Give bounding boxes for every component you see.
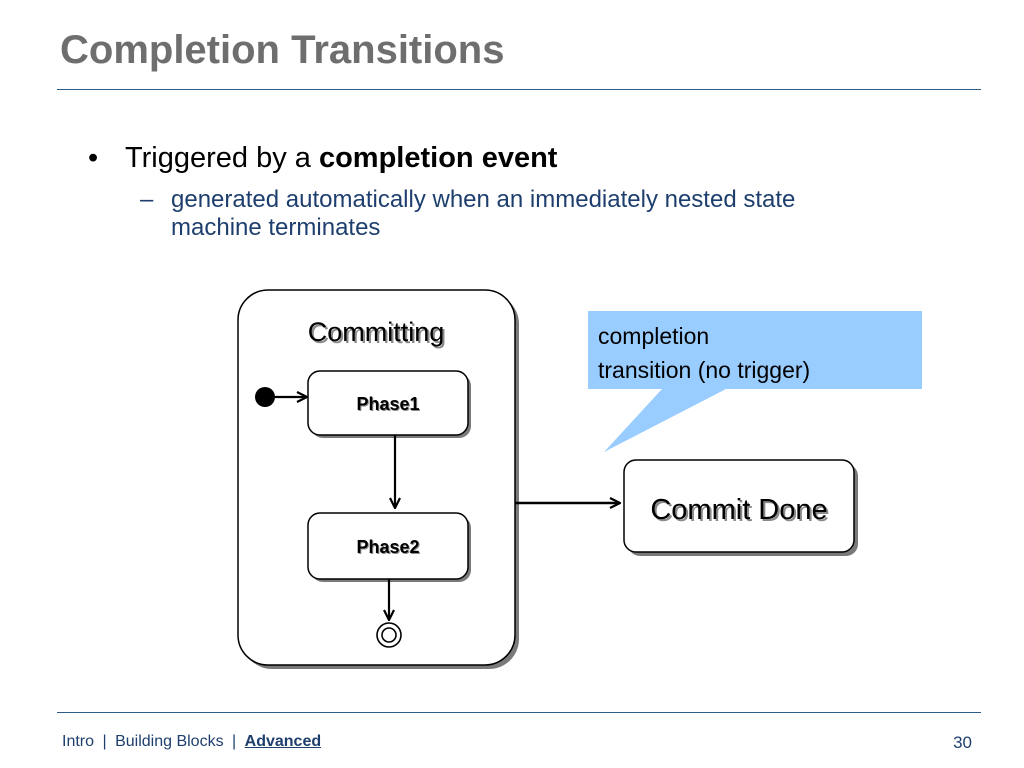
state-commit-done: Commit Done Commit Done xyxy=(623,459,858,556)
commit-done-label-shadow: Commit Done xyxy=(652,496,829,528)
callout-text: completion transition (no trigger) xyxy=(598,319,918,387)
phase2-label: Phase2 xyxy=(356,537,419,557)
bullet-text-bold: completion event xyxy=(318,142,558,174)
initial-pseudostate xyxy=(255,387,275,407)
footer-link-intro[interactable]: Intro xyxy=(62,733,95,750)
bullet-marker: • xyxy=(88,142,99,174)
footer-divider xyxy=(57,712,981,713)
callout-line-1: completion xyxy=(598,323,710,349)
composite-state-label: Committing xyxy=(308,317,445,347)
title-divider xyxy=(57,89,981,90)
callout-balloon xyxy=(588,311,922,452)
page-number: 30 xyxy=(953,733,972,752)
sub-bullet-marker: – xyxy=(140,186,154,213)
bullet-text: Triggered by a completion event xyxy=(125,142,557,175)
footer-link-advanced[interactable]: Advanced xyxy=(244,733,322,750)
footer-separator: | xyxy=(102,733,107,750)
composite-state-committing: Committing Committing xyxy=(237,289,519,669)
substate-phase1: Phase1 Phase1 xyxy=(307,370,471,438)
commit-done-label: Commit Done xyxy=(650,494,827,526)
callout-line-2: transition (no trigger) xyxy=(598,357,811,383)
slide-title: Completion Transitions xyxy=(60,28,505,72)
footer-link-building-blocks[interactable]: Building Blocks xyxy=(115,733,224,750)
composite-state-label-shadow: Committing xyxy=(310,319,447,349)
phase2-label-shadow: Phase2 xyxy=(357,538,420,558)
phase1-label-shadow: Phase1 xyxy=(357,395,420,415)
final-state-icon xyxy=(376,622,402,648)
footer-nav: Intro | Building Blocks | Advanced xyxy=(62,733,321,751)
substate-phase2: Phase2 Phase2 xyxy=(307,512,471,582)
bullet-text-prefix: Triggered by a xyxy=(125,142,319,174)
sub-bullet-text: generated automatically when an immediat… xyxy=(171,186,796,241)
footer-separator: | xyxy=(232,733,237,750)
phase1-label: Phase1 xyxy=(356,394,419,414)
